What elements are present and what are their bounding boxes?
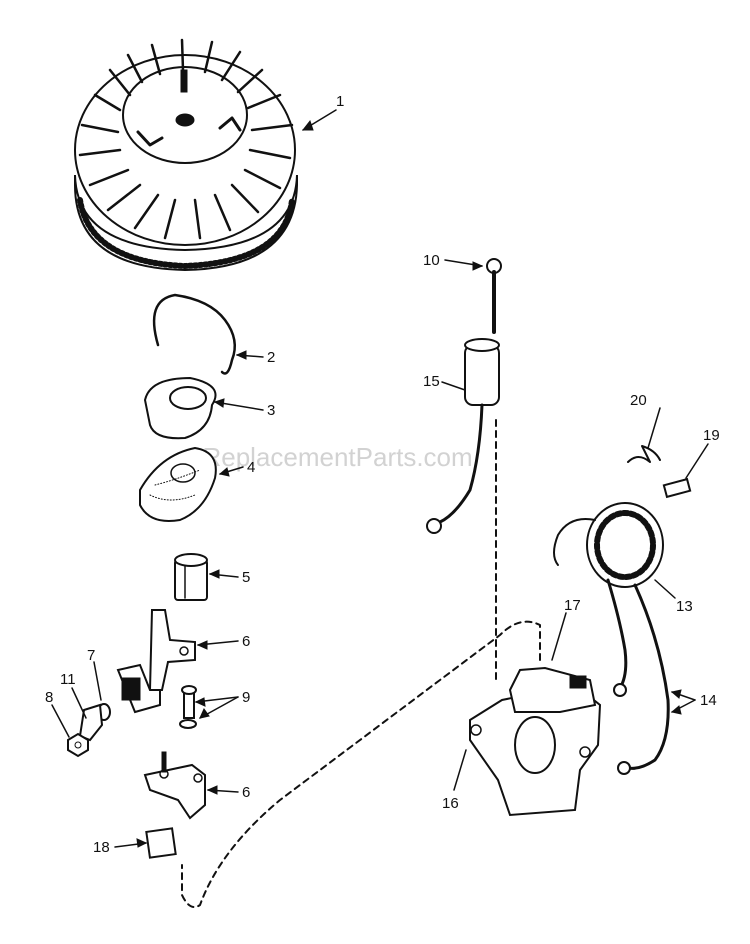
ignition-coil — [553, 502, 664, 588]
callout-17: 17 — [564, 597, 581, 614]
sleeve — [174, 553, 208, 601]
callout-13: 13 — [676, 598, 693, 615]
callout-19: 19 — [703, 427, 720, 444]
small-clip — [662, 477, 692, 499]
coil-leads — [606, 578, 670, 775]
gasket — [139, 446, 217, 522]
adjusting-assembly — [116, 663, 161, 714]
bracket-upper — [148, 609, 196, 691]
callout-10: 10 — [423, 252, 440, 269]
arrowheads — [136, 119, 682, 848]
callout-4: 4 — [247, 459, 255, 476]
insulator-block — [145, 827, 177, 859]
washer-9 — [179, 719, 197, 729]
callout-labels: 1 2 3 4 5 6 7 11 8 9 6 18 10 15 20 19 13… — [45, 93, 720, 856]
terminal-lug — [78, 703, 104, 742]
callout-8: 8 — [45, 689, 53, 706]
flywheel — [74, 38, 298, 272]
callout-3: 3 — [267, 402, 275, 419]
callout-15: 15 — [423, 373, 440, 390]
dashed-lead-return — [181, 620, 541, 908]
nut — [67, 732, 89, 758]
callout-16: 16 — [442, 795, 459, 812]
terminal-screw — [486, 258, 502, 334]
callout-14: 14 — [700, 692, 717, 709]
mounting-plate — [143, 751, 206, 820]
wire-clip — [152, 293, 237, 375]
callout-2: 2 — [267, 349, 275, 366]
spark-plug-cap — [426, 338, 500, 534]
magneto-housing — [469, 666, 602, 817]
callout-6-upper: 6 — [242, 633, 250, 650]
watermark-text: eReplacementParts.com — [188, 442, 473, 472]
callout-1: 1 — [336, 93, 344, 110]
screw — [181, 685, 197, 719]
callout-18: 18 — [93, 839, 110, 856]
callout-9: 9 — [242, 689, 250, 706]
callout-6-lower: 6 — [242, 784, 250, 801]
flywheel-cover — [143, 376, 217, 440]
callout-20: 20 — [630, 392, 647, 409]
callout-11: 11 — [60, 671, 76, 688]
callout-7: 7 — [87, 647, 95, 664]
spring-wire — [627, 445, 661, 463]
callout-5: 5 — [242, 569, 250, 586]
